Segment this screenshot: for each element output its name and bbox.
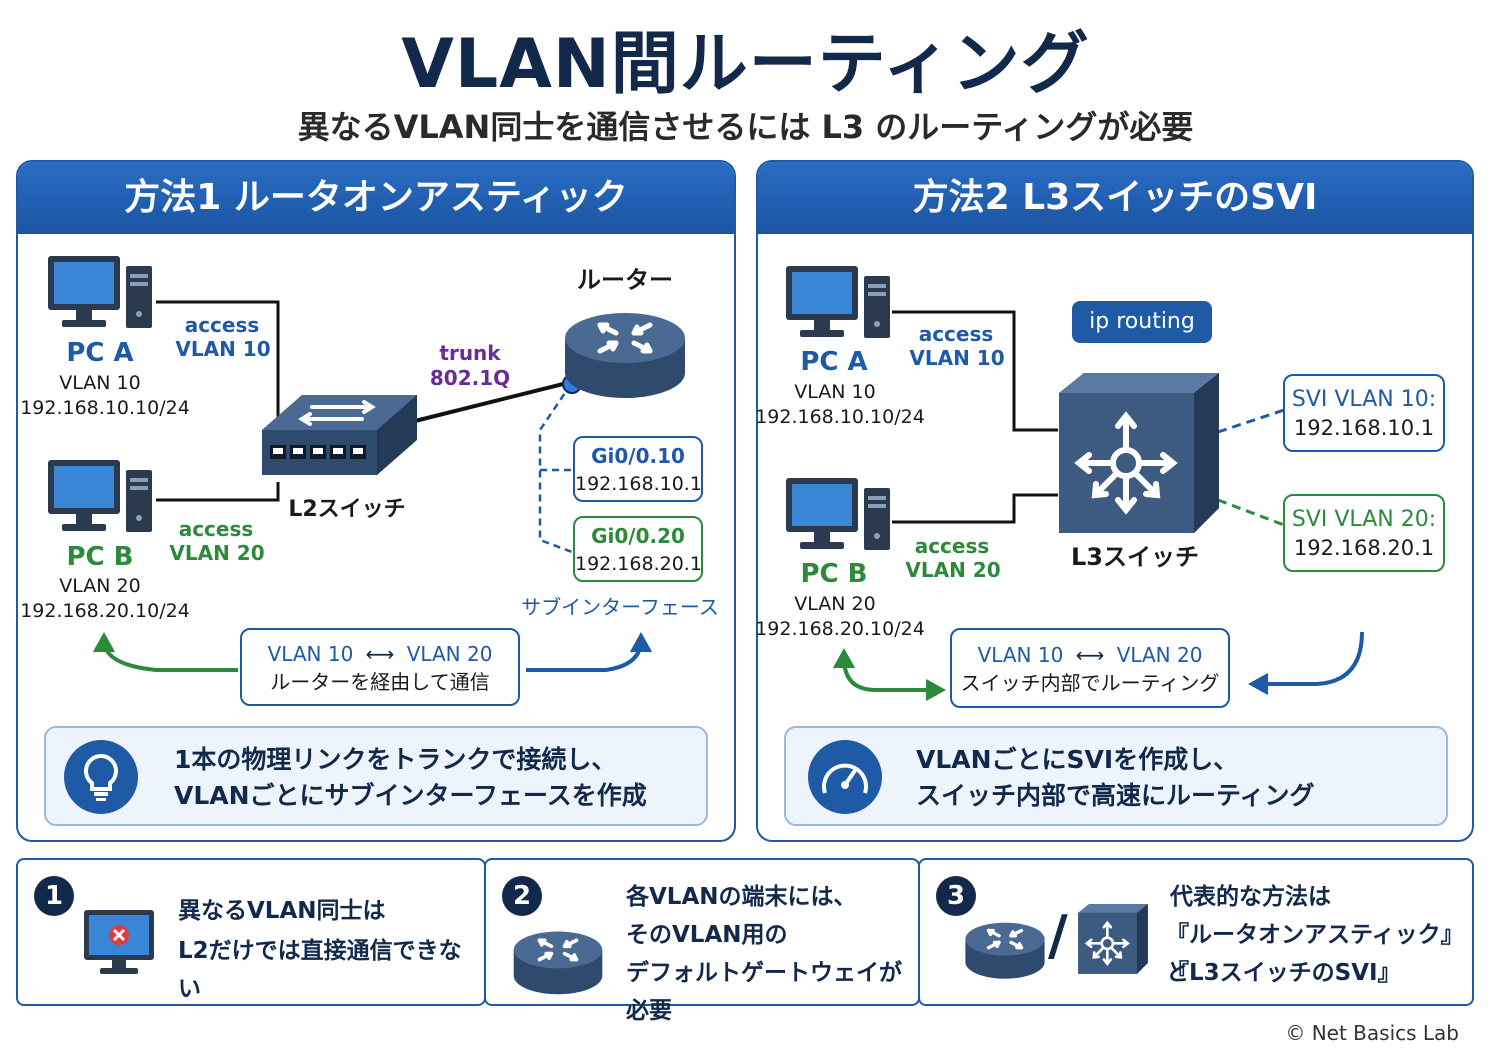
point-2-line1: 各VLANの端末には、 xyxy=(626,884,857,910)
trunk-protocol: 802.1Q xyxy=(429,366,511,390)
method1-flow-line1: VLAN 10 ⟷ VLAN 20 xyxy=(242,642,518,666)
l2-switch-icon xyxy=(252,385,422,485)
method1-links xyxy=(93,300,652,672)
sub-interface-20-ip: 192.168.20.1 xyxy=(575,553,702,575)
point-card-2: 2 各VLANの端末には、 そのVLAN用の デフォルトゲートウェイが必要 xyxy=(484,858,920,1024)
point-number: 1 xyxy=(34,876,74,916)
l3-switch-icon xyxy=(1054,368,1224,538)
method1-flow-line2: ルーターを経由して通信 xyxy=(270,670,490,694)
method1-note-line2: VLANごとにサブインターフェースを作成 xyxy=(174,781,647,810)
page-title: VLAN間ルーティング xyxy=(401,25,1090,104)
method2-links xyxy=(833,310,1364,701)
pc-b-link-label: access xyxy=(914,534,990,558)
method1-heading: 方法1 ルータオンアスティック xyxy=(18,162,734,234)
l3-switch-label: L3スイッチ xyxy=(1071,543,1199,571)
router-icon xyxy=(962,916,1048,982)
copyright: © Net Basics Lab xyxy=(1285,1021,1459,1045)
bidirectional-arrow-icon: ⟷ xyxy=(1075,643,1105,667)
sub-interface-10-name: Gi0/0.10 xyxy=(591,444,685,468)
point-1-line2: L2だけでは直接通信できない xyxy=(178,938,462,1002)
speedometer-icon xyxy=(808,740,882,814)
svi-vlan10: SVI VLAN 10: 192.168.10.1 xyxy=(1283,374,1445,452)
pc-b-name: PC B xyxy=(66,542,134,572)
pc-b-ip: 192.168.20.10/24 xyxy=(755,618,925,640)
page-subtitle: 異なるVLAN同士を通信させるには L3 のルーティングが必要 xyxy=(297,108,1194,146)
pc-a-ip: 192.168.10.10/24 xyxy=(20,397,190,419)
method2-flow-line1: VLAN 10 ⟷ VLAN 20 xyxy=(952,643,1228,667)
method2-note-line2: スイッチ内部で高速にルーティング xyxy=(916,781,1315,810)
method1-flow-right: VLAN 20 xyxy=(406,642,493,666)
sub-interface-caption: サブインターフェース xyxy=(521,595,719,619)
pc-a-link-label: access xyxy=(918,322,994,346)
point-2-line2: そのVLAN用の xyxy=(626,922,788,948)
pc-icon xyxy=(784,476,894,556)
pc-icon xyxy=(46,458,156,538)
pc-b-vlan: VLAN 20 xyxy=(794,593,876,615)
method2-flow-right: VLAN 20 xyxy=(1116,643,1203,667)
method2-flow-line2: スイッチ内部でルーティング xyxy=(960,671,1220,695)
separator-slash: / xyxy=(1048,904,1068,967)
l3-switch-icon xyxy=(1076,902,1150,976)
point-card-3: 3 / 代表的な方法は 『ルータオンアスティック』と 『L3スイッチのSVI』 xyxy=(918,858,1474,1006)
pc-a-link-vlan: VLAN 10 xyxy=(909,346,1005,370)
pc-b-link-vlan: VLAN 20 xyxy=(905,558,1001,582)
sub-interface-20-name: Gi0/0.20 xyxy=(591,524,685,548)
router-label: ルーター xyxy=(577,266,673,294)
point-number: 2 xyxy=(502,876,542,916)
sub-interface-10: Gi0/0.10 192.168.10.1 xyxy=(573,436,703,502)
pc-b-name: PC B xyxy=(800,559,868,589)
point-1-line1: 異なるVLAN同士は xyxy=(178,898,386,924)
pc-icon xyxy=(46,254,156,334)
method1-note: 1本の物理リンクをトランクで接続し、 VLANごとにサブインターフェースを作成 xyxy=(44,726,708,826)
lightbulb-icon xyxy=(64,740,138,814)
method2-flow-box: VLAN 10 ⟷ VLAN 20 スイッチ内部でルーティング xyxy=(950,628,1230,708)
point-2-line3: デフォルトゲートウェイが必要 xyxy=(626,960,902,1024)
svi-vlan20-ip: 192.168.20.1 xyxy=(1293,536,1435,560)
pc-a-vlan: VLAN 10 xyxy=(59,372,141,394)
pc-a-link-label: access xyxy=(184,313,260,337)
pc-b-vlan: VLAN 20 xyxy=(59,575,141,597)
point-card-1: 1 異なるVLAN同士は L2だけでは直接通信できない xyxy=(16,858,486,1006)
method1-flow-left: VLAN 10 xyxy=(267,642,354,666)
method1-note-line1: 1本の物理リンクをトランクで接続し、 xyxy=(174,745,617,774)
point-number: 3 xyxy=(936,876,976,916)
error-pc-icon xyxy=(82,908,158,978)
pc-icon xyxy=(784,264,894,344)
pc-b-link-vlan: VLAN 20 xyxy=(169,541,265,565)
svi-vlan10-ip: 192.168.10.1 xyxy=(1293,416,1435,440)
svi-vlan20-name: SVI VLAN 20: xyxy=(1291,507,1437,532)
svi-vlan20: SVI VLAN 20: 192.168.20.1 xyxy=(1283,494,1445,572)
pc-b-ip: 192.168.20.10/24 xyxy=(20,600,190,622)
point-3-line1: 代表的な方法は xyxy=(1170,884,1331,910)
trunk-label: trunk xyxy=(439,341,501,365)
bidirectional-arrow-icon: ⟷ xyxy=(365,642,395,666)
l2-switch-label: L2スイッチ xyxy=(288,497,406,522)
router-icon xyxy=(510,924,606,998)
pc-a-vlan: VLAN 10 xyxy=(794,381,876,403)
point-3-line3: 『L3スイッチのSVI』 xyxy=(1166,960,1401,986)
pc-a-ip: 192.168.10.10/24 xyxy=(755,406,925,428)
point-3-line2: 『ルータオンアスティック』と xyxy=(1166,922,1464,986)
sub-interface-20: Gi0/0.20 192.168.20.1 xyxy=(573,516,703,582)
method1-flow-box: VLAN 10 ⟷ VLAN 20 ルーターを経由して通信 xyxy=(240,628,520,706)
pc-b-link-label: access xyxy=(178,517,254,541)
method2-heading: 方法2 L3スイッチのSVI xyxy=(758,162,1472,234)
pc-a-name: PC A xyxy=(66,338,134,368)
router-icon xyxy=(560,303,690,403)
pc-a-name: PC A xyxy=(800,347,868,377)
sub-interface-10-ip: 192.168.10.1 xyxy=(575,473,702,495)
pc-a-link-vlan: VLAN 10 xyxy=(175,337,271,361)
method2-note-line1: VLANごとにSVIを作成し、 xyxy=(916,745,1239,774)
method2-note: VLANごとにSVIを作成し、 スイッチ内部で高速にルーティング xyxy=(784,726,1448,826)
ip-routing-badge: ip routing xyxy=(1072,301,1212,343)
svi-vlan10-name: SVI VLAN 10: xyxy=(1291,387,1437,412)
method2-flow-left: VLAN 10 xyxy=(977,643,1064,667)
